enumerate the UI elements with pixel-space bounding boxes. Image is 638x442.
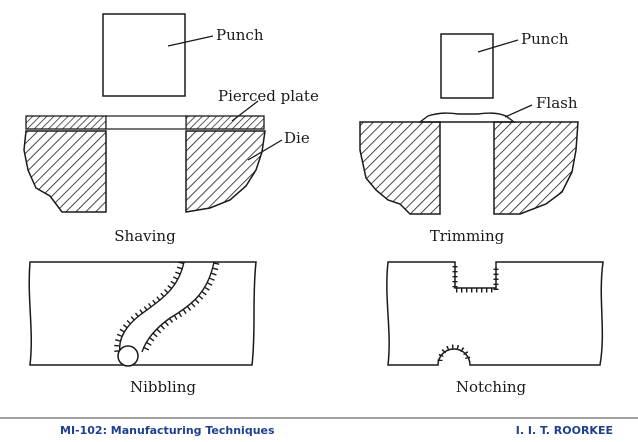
- footer: MI-102: Manufacturing Techniques I. I. T…: [0, 417, 638, 437]
- shaving-punch: [102, 13, 186, 97]
- shaving-plate-right: [185, 115, 265, 130]
- shaving-caption: Shaving: [114, 227, 176, 245]
- flash-label: Flash: [536, 94, 578, 112]
- notching-caption: Notching: [456, 378, 527, 396]
- footer-course: MI-102: Manufacturing Techniques: [60, 424, 275, 437]
- shaving-punch-label: Punch: [216, 26, 264, 44]
- shaving-die-left: [23, 130, 107, 213]
- trimming-die-left: [359, 121, 441, 215]
- nibbling-punch-circle: [117, 345, 139, 367]
- nibbling-caption: Nibbling: [130, 378, 196, 396]
- nibbling-diagram: Nibbling: [28, 261, 257, 396]
- trimming-punch-label: Punch: [521, 30, 569, 48]
- die-label: Die: [284, 129, 310, 147]
- nibbling-cut-edge-right: [141, 261, 215, 353]
- shaving-diagram: Punch Pierced plate Die Shaving: [23, 13, 319, 245]
- footer-institute: I. I. T. ROORKEE: [516, 424, 613, 437]
- trimming-workpiece: [417, 112, 517, 123]
- shaving-die-right: [185, 130, 266, 213]
- shaving-plate-left: [25, 115, 107, 130]
- shaving-plate-center: [105, 115, 187, 130]
- notching-diagram: Notching: [386, 261, 604, 396]
- nibbling-cut-edge-left: [119, 261, 185, 353]
- trimming-diagram: Punch Flash Trimming: [359, 30, 579, 245]
- pierced-plate-label: Pierced plate: [218, 87, 319, 105]
- trimming-caption: Trimming: [430, 227, 505, 245]
- trimming-die-right: [493, 121, 579, 215]
- trimming-punch: [440, 33, 494, 99]
- notching-sheet: [386, 261, 604, 366]
